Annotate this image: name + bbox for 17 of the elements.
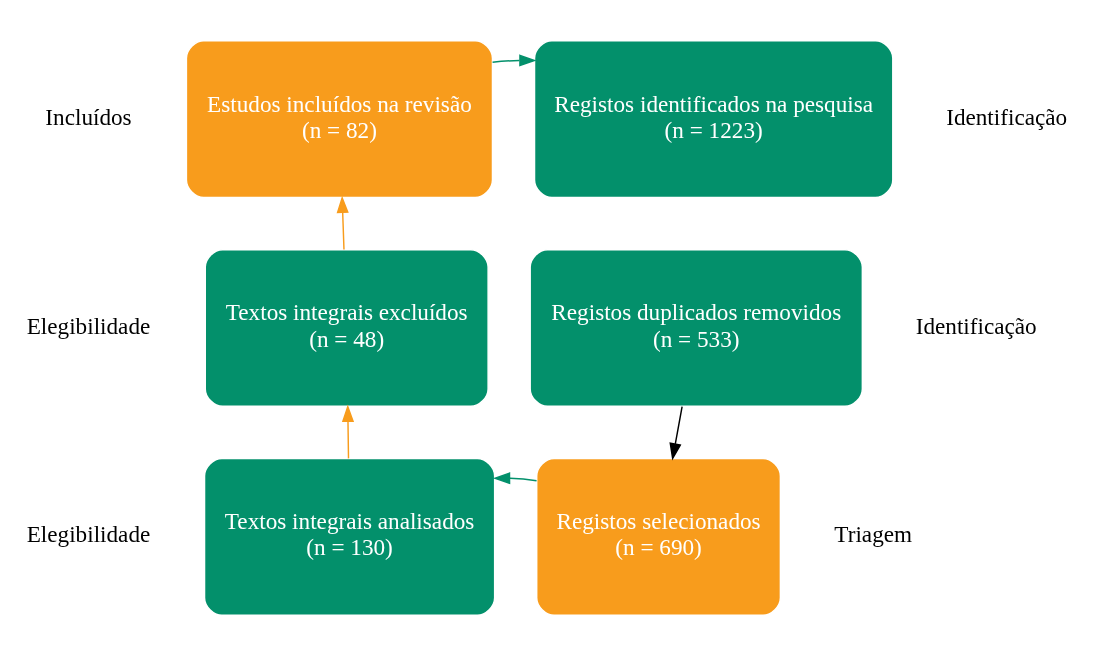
node-box: Textos integrais analisados (n = 130) bbox=[203, 457, 496, 616]
label: Elegibilidade bbox=[26, 312, 151, 339]
label: Elegibilidade bbox=[26, 520, 151, 547]
node-box: Textos integrais excluídos (n = 48) bbox=[204, 248, 489, 407]
arrow bbox=[336, 195, 349, 250]
arrow bbox=[341, 404, 355, 459]
arrow bbox=[491, 53, 537, 67]
label: Identificação bbox=[915, 312, 1037, 339]
node-box: Estudos incluídos na revisão (n = 82) bbox=[185, 39, 494, 198]
node-box: Registos identificados na pesquisa (n = 1223) bbox=[533, 39, 894, 198]
node-box: Registos selecionados (n = 690) bbox=[536, 457, 782, 616]
arrow bbox=[669, 405, 683, 461]
label: Identificação bbox=[946, 103, 1068, 130]
node-box: Registos duplicados removidos (n = 533) bbox=[529, 248, 864, 407]
arrow bbox=[492, 471, 538, 484]
label: Incluídos bbox=[45, 103, 132, 130]
label: Triagem bbox=[834, 520, 913, 547]
